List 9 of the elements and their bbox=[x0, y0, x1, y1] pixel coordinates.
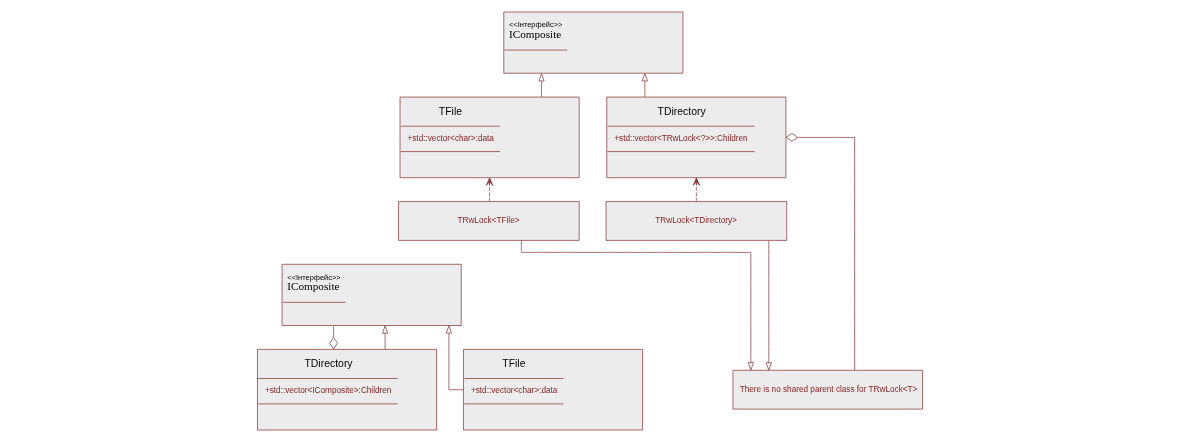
arrow bbox=[485, 177, 494, 202]
arrow bbox=[520, 239, 754, 370]
arrow bbox=[641, 72, 648, 97]
arrow bbox=[382, 324, 389, 350]
arrow bbox=[765, 239, 772, 371]
arrow bbox=[538, 72, 545, 97]
connector bbox=[785, 132, 855, 370]
connector bbox=[329, 324, 338, 349]
arrow bbox=[692, 177, 701, 202]
